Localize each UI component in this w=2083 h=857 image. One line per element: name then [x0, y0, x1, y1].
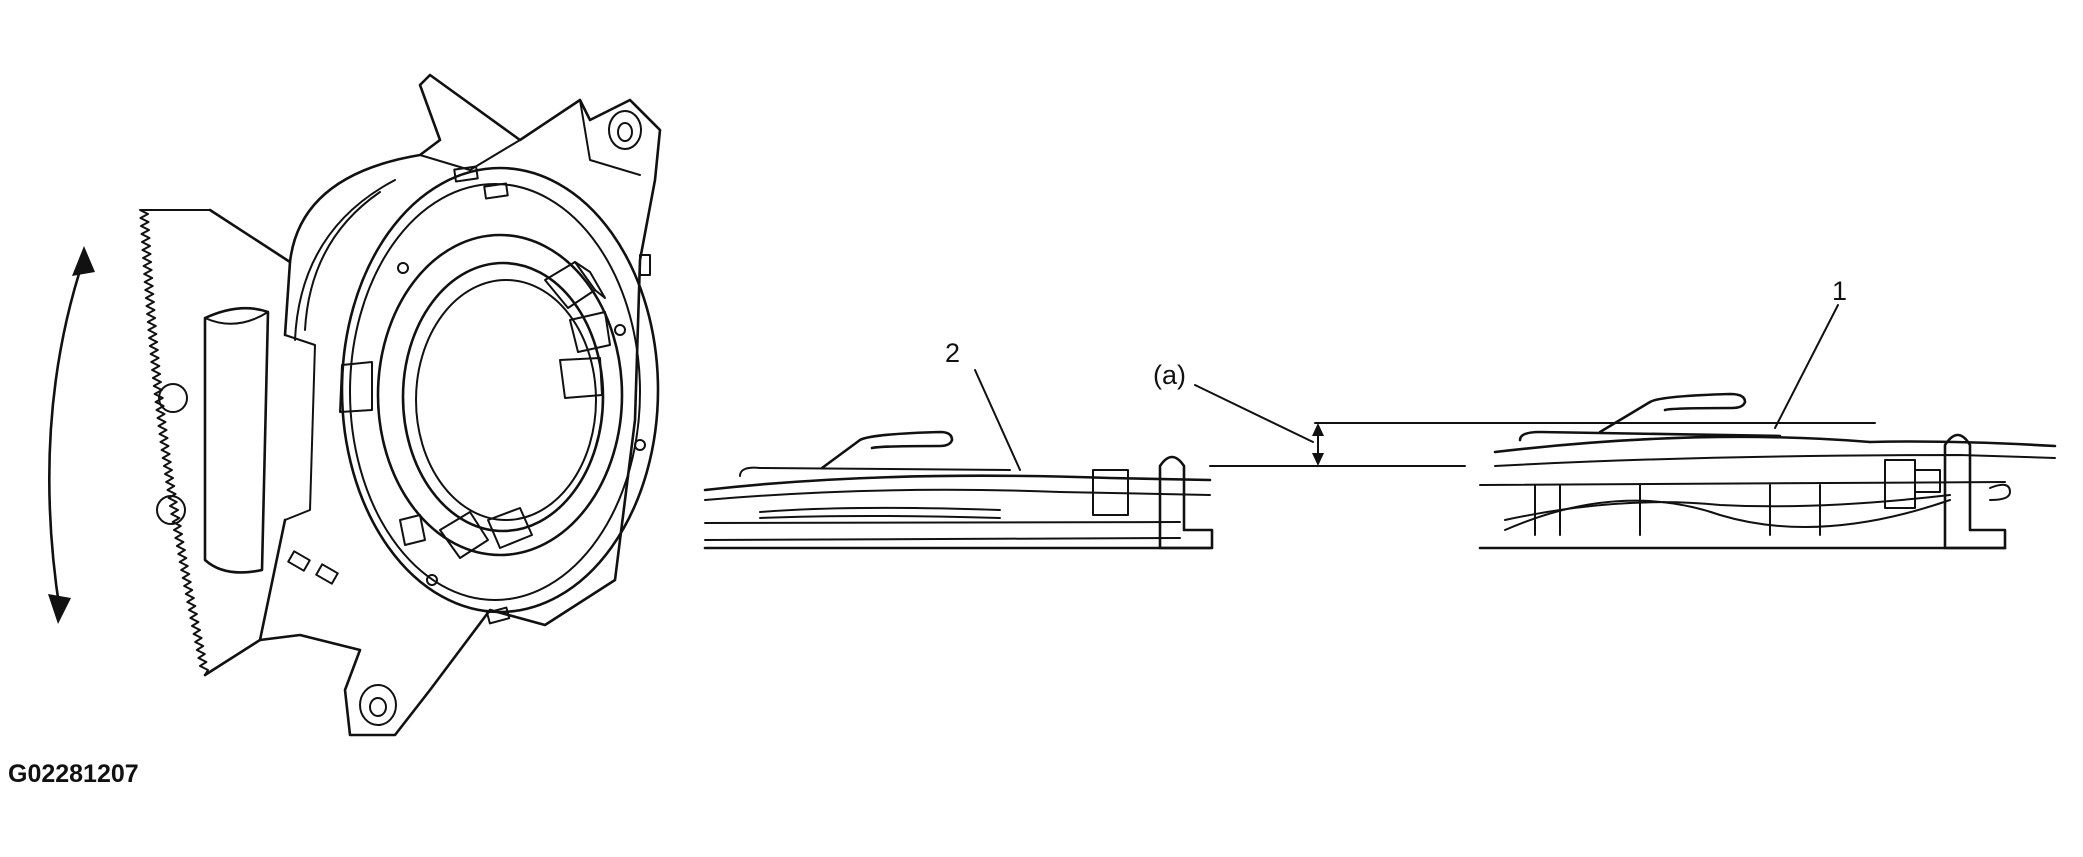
label-clearance: (a)	[1153, 360, 1186, 390]
gear-sector-body	[203, 208, 292, 677]
label-part-2: 2	[945, 338, 960, 368]
figure-code: G02281207	[8, 760, 139, 788]
leader-line-2	[974, 369, 1021, 471]
retaining-clips	[287, 165, 651, 625]
dimension-arrow-down-icon	[1312, 453, 1324, 466]
gear-handle	[156, 306, 270, 574]
inner-ring	[376, 233, 624, 557]
dimension-arrow-up-icon	[1312, 423, 1324, 436]
outer-ring	[294, 166, 660, 614]
leader-line-a	[1194, 384, 1314, 443]
section-right	[1478, 392, 2057, 550]
section-left	[703, 430, 1214, 550]
leader-line-1	[1774, 304, 1839, 429]
label-part-1: 1	[1832, 276, 1847, 306]
rotation-arrow-icon	[47, 246, 95, 624]
gear-assembly-drawing	[47, 73, 662, 737]
housing	[258, 73, 662, 737]
cross-section-drawing: 1 2 (a)	[703, 276, 2057, 550]
clearance-dimension	[1209, 422, 1876, 467]
gear-teeth-icon	[139, 209, 211, 676]
